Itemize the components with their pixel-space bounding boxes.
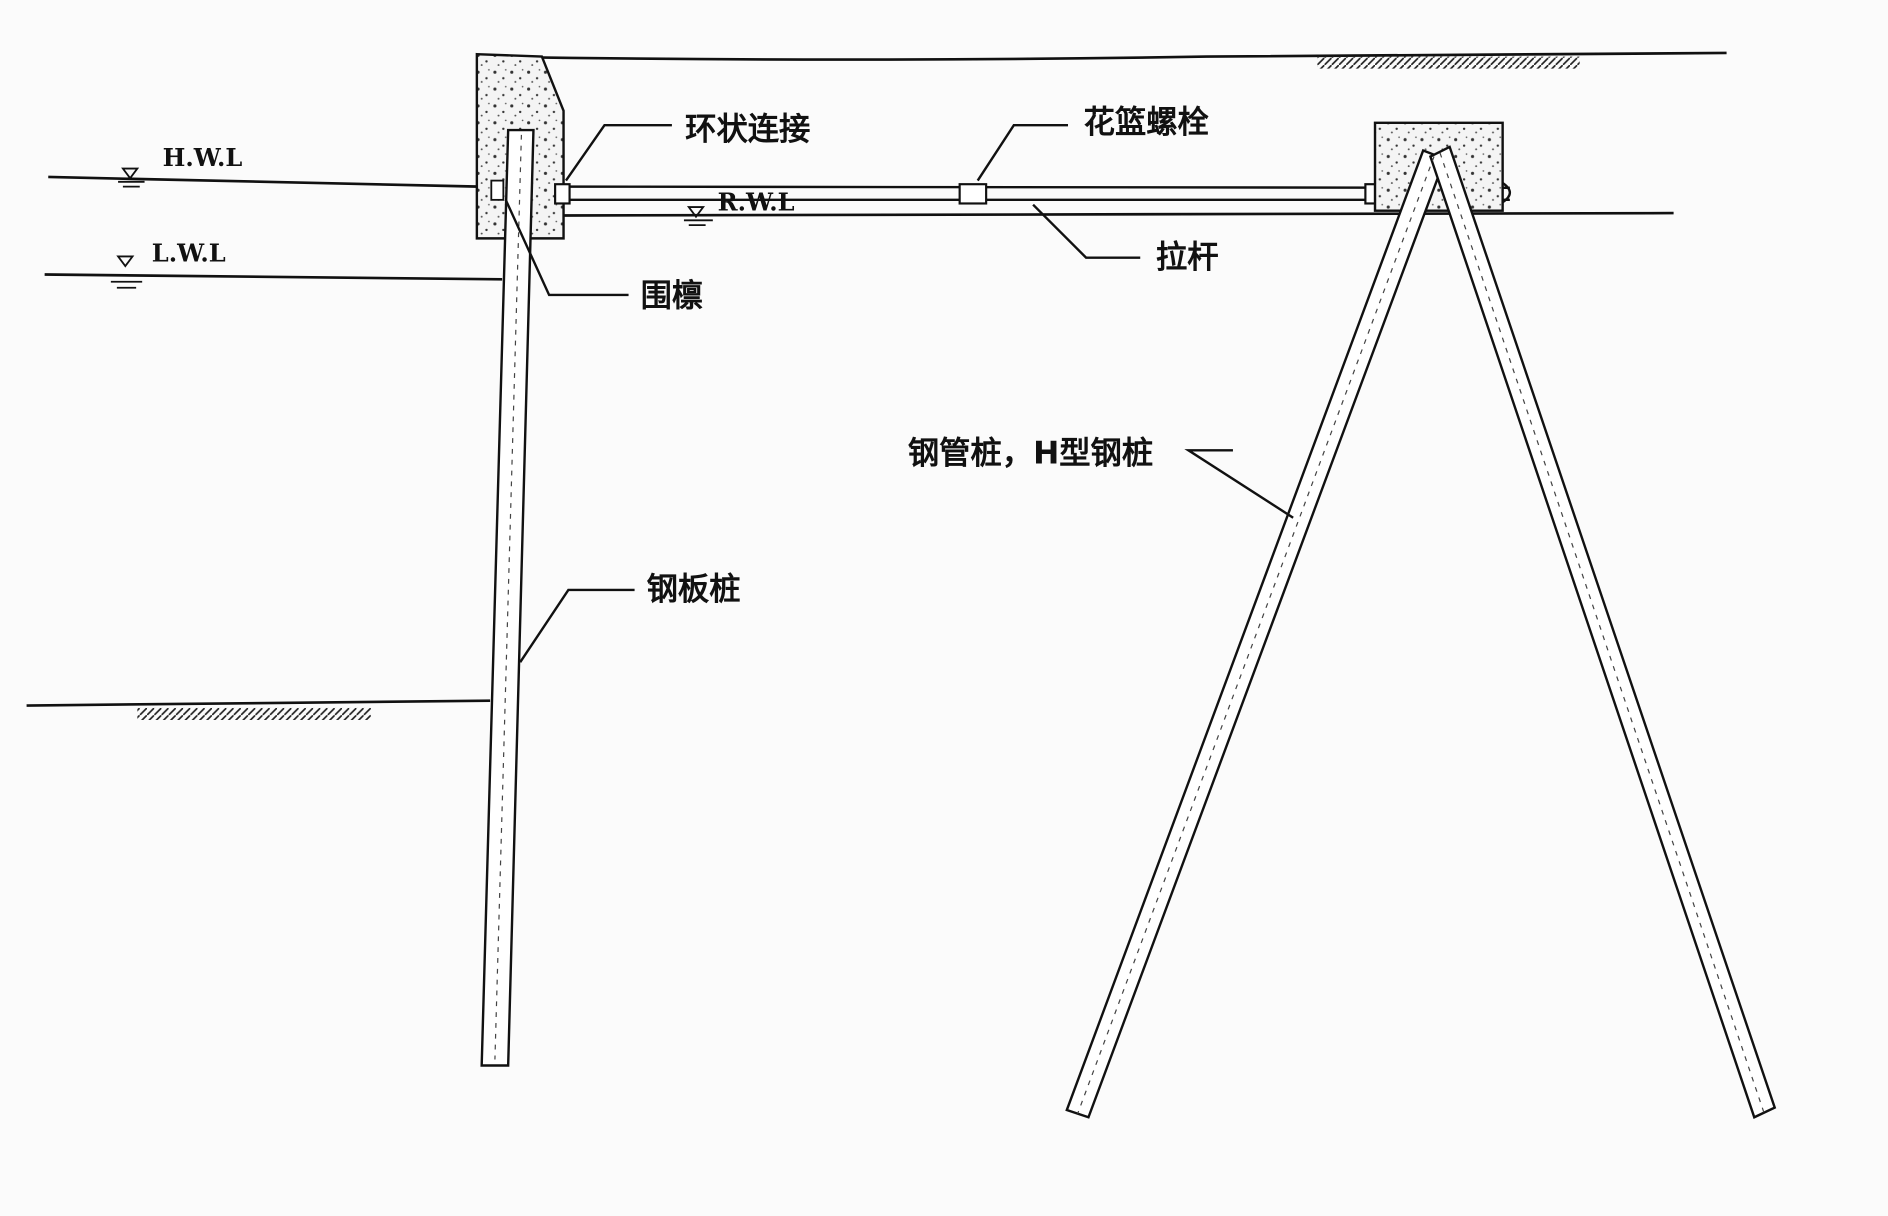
low-water-level-label: L.W.L [152,238,226,267]
high-water-line [48,175,480,188]
turnbuckle [958,183,988,205]
tie-rod-nut [1501,182,1512,204]
steel-sheet-pile [480,128,535,1067]
wale [490,179,505,201]
tie-rod [563,185,1510,202]
wale-label: 围檩 [641,278,704,314]
seabed-hatch [137,707,371,720]
sheet-pile-centerline [494,134,523,1060]
sheet-pile-label: 钢板桩 [647,572,741,608]
ring-connection [554,183,571,205]
ground-surface-line [480,51,1727,61]
low-water-line [44,273,503,281]
residual-water-line [563,211,1674,217]
residual-water-level-label: R.W.L [718,188,795,217]
ground-hatch [1317,56,1580,69]
anchor-pile-right [1428,145,1777,1119]
turnbuckle-label: 花篮螺栓 [1084,103,1210,140]
anchor-piles-label: 钢管桩，H型钢桩 [908,436,1153,472]
high-water-level-label: H.W.L [163,143,243,172]
leader-lines [504,124,1294,663]
seabed-line [26,699,491,707]
anchor-pile-left-centerline [1077,156,1435,1114]
tie-rod-label: 拉杆 [1156,238,1219,275]
ring-connection-label: 环状连接 [685,112,810,148]
water-level-symbol-icon [110,167,713,289]
